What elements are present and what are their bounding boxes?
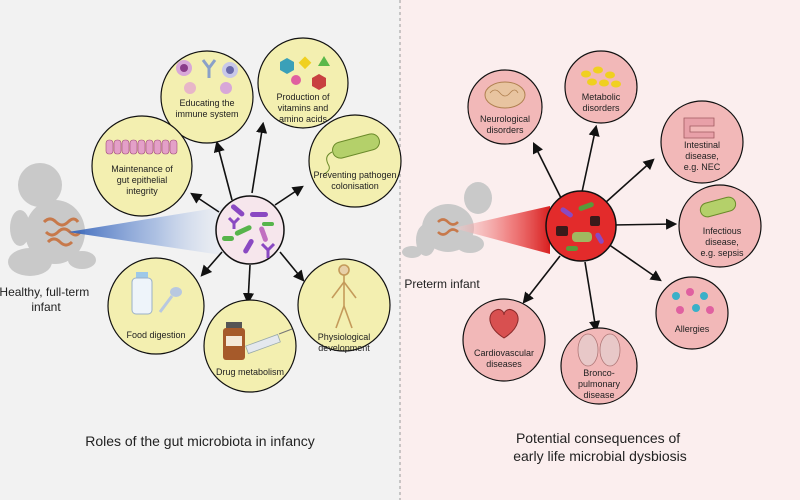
consequence-intestinal-line-3: e.g. NEC — [684, 162, 721, 172]
epithelium-cells-icon — [105, 139, 178, 155]
consequence-broncho-line-2: pulmonary — [578, 379, 621, 389]
healthy-gut-icon — [42, 217, 82, 247]
role-drug-line-1: Drug metabolism — [216, 367, 284, 377]
svg-text:Healthy, full-term infant: Healthy, full-term infant — [0, 285, 93, 314]
role-pathogen-line-1: Preventing pathogen — [313, 170, 396, 180]
role-physio-line-2: development — [318, 343, 370, 353]
brain-icon — [484, 81, 526, 109]
consequence-infectious-line-2: disease, — [705, 237, 739, 247]
consequence-intestinal-line-1: Intestinal — [684, 140, 720, 150]
syringe-icon — [245, 328, 293, 355]
role-epithelial-line-2: gut epithelial — [117, 175, 168, 185]
heart-icon — [489, 309, 519, 339]
consequence-infectious-line-3: e.g. sepsis — [700, 248, 744, 258]
skeleton-figure-icon — [331, 264, 357, 329]
role-node-food: Food digestion — [107, 257, 205, 355]
role-node-drug: Drug metabolism — [203, 299, 297, 393]
role-food-line-1: Food digestion — [126, 330, 185, 340]
healthy-microbiota-center — [215, 195, 285, 265]
left-panel-caption: Roles of the gut microbiota in infancy — [85, 433, 315, 449]
consequence-metabolic-line-1: Metabolic — [582, 92, 621, 102]
consequence-cardio-line-1: Cardiovascular — [474, 348, 534, 358]
right-arrows — [522, 124, 678, 333]
healthy-infant-label-line-1: Healthy, full-term — [0, 285, 89, 299]
role-immune-line-2: immune system — [175, 109, 238, 119]
antibody-icon — [201, 59, 217, 78]
consequence-infectious-line-1: Infectious — [703, 226, 742, 236]
consequence-metabolic-line-2: disorders — [582, 103, 620, 113]
dysbiosis-beam — [453, 206, 550, 254]
right-panel-caption-line-1: Potential consequences of — [516, 430, 680, 446]
medicine-bottle-icon — [223, 322, 245, 360]
preterm-gut-icon — [437, 218, 459, 236]
healthy-beam — [68, 206, 228, 256]
consequence-cardio-line-2: diseases — [486, 359, 522, 369]
role-physio-line-1: Physiological — [318, 332, 371, 342]
fat-cells-icon — [581, 66, 621, 88]
role-pathogen-line-2: colonisation — [331, 181, 379, 191]
svg-text:Potential consequences of: Potential consequences of early life mic… — [513, 430, 687, 464]
consequence-broncho-line-1: Bronco- — [583, 368, 615, 378]
lungs-icon — [577, 333, 621, 367]
consequence-neuro-line-2: disorders — [486, 125, 524, 135]
left-arrows — [190, 121, 305, 305]
intestine-icon — [683, 117, 715, 139]
consequence-allergies-line-1: Allergies — [675, 324, 710, 334]
allergen-icon — [672, 288, 714, 314]
preterm-infant-silhouette-icon — [402, 182, 492, 258]
healthy-infant-silhouette-icon — [8, 163, 96, 276]
dysbiosis-microbiota-center — [545, 190, 617, 262]
role-vitamins-line-1: Production of — [276, 92, 330, 102]
right-panel-caption-line-2: early life microbial dysbiosis — [513, 448, 687, 464]
consequence-neuro-line-1: Neurological — [480, 114, 530, 124]
role-epithelial-line-3: integrity — [126, 186, 158, 196]
role-immune-line-1: Educating the — [179, 98, 234, 108]
role-vitamins-line-2: vitamins and — [278, 103, 329, 113]
consequence-broncho-line-3: disease — [583, 390, 614, 400]
baby-bottle-icon — [131, 272, 153, 315]
preterm-infant-label: Preterm infant — [404, 277, 480, 291]
healthy-infant-label-line-2: infant — [31, 300, 61, 314]
pathogen-bacterium-icon — [332, 133, 380, 159]
consequence-intestinal-line-2: disease, — [685, 151, 719, 161]
consequence-node-allergies: Allergies — [655, 276, 729, 350]
molecule-icon — [280, 58, 294, 74]
spoon-icon — [158, 287, 182, 313]
infectious-bacterium-icon — [699, 196, 737, 218]
role-vitamins-line-3: amino acids — [279, 114, 328, 124]
role-epithelial-line-1: Maintenance of — [111, 164, 173, 174]
